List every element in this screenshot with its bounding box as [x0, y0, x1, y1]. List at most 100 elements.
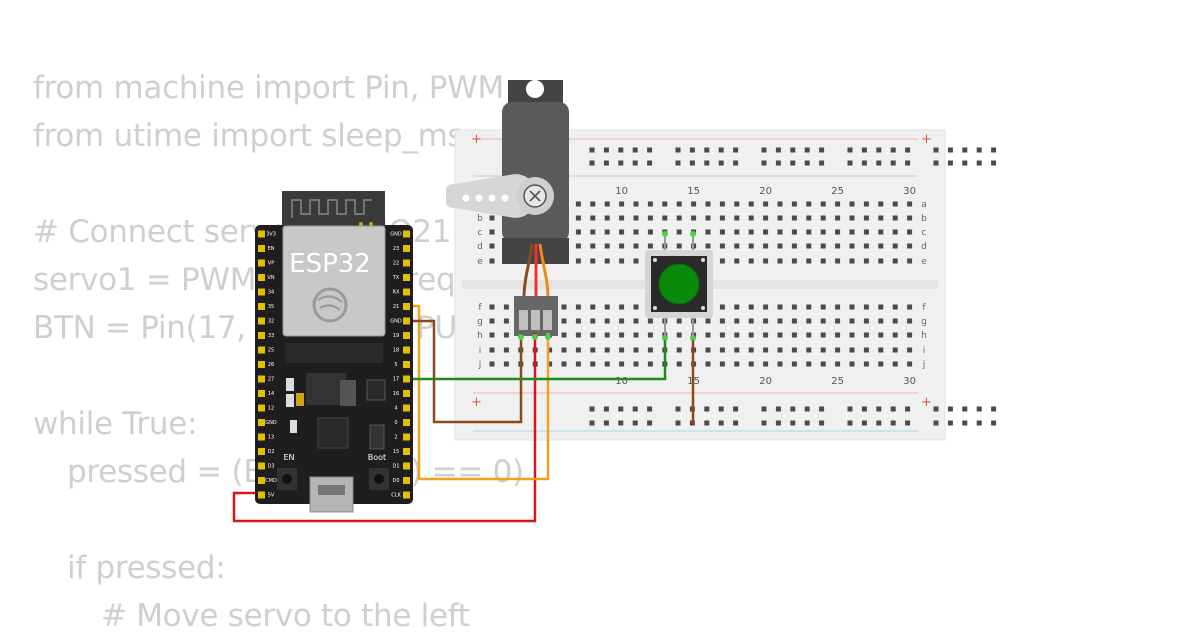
wire-gpio21-orange[interactable]	[407, 304, 550, 481]
pin-label: 3V3	[266, 232, 276, 238]
header-pin[interactable]	[403, 274, 410, 281]
en-label: EN	[283, 453, 294, 462]
column-number: 30	[903, 186, 916, 197]
row-label: f	[922, 303, 926, 313]
pin-label: D0	[392, 478, 399, 484]
header-pin[interactable]	[258, 303, 265, 310]
column-number: 20	[759, 186, 772, 197]
wire-gpio17-green[interactable]	[407, 340, 667, 381]
header-pin[interactable]	[403, 245, 410, 252]
wire-gnd-brown[interactable]	[407, 319, 523, 424]
row-label: g	[921, 317, 927, 327]
header-pin[interactable]	[403, 303, 410, 310]
pin-label: 12	[268, 406, 274, 412]
header-pin[interactable]	[403, 491, 410, 499]
header-pin[interactable]	[403, 317, 410, 325]
pin-label: 17	[393, 377, 399, 383]
header-pin[interactable]	[258, 477, 265, 484]
column-number: 25	[831, 186, 844, 197]
header-pin[interactable]	[403, 346, 410, 354]
column-number: 10	[615, 186, 628, 197]
header-pin[interactable]	[258, 317, 265, 325]
header-pin[interactable]	[258, 390, 265, 397]
header-pin[interactable]	[258, 230, 265, 238]
header-pin[interactable]	[403, 361, 410, 368]
column-number: 15	[687, 186, 700, 197]
pin-label: GND	[265, 420, 277, 426]
column-number: 20	[759, 376, 772, 387]
header-pin[interactable]	[258, 404, 265, 412]
header-pin[interactable]	[403, 477, 410, 484]
pin-label: 5V	[268, 493, 275, 499]
wire-5v-red[interactable]	[232, 333, 537, 523]
pin-label: 34	[268, 290, 274, 296]
rail-plus-marker: +	[471, 132, 482, 147]
row-label: c	[922, 228, 927, 238]
pin-label: CMD	[265, 478, 277, 484]
header-pin[interactable]	[258, 259, 265, 267]
header-pin[interactable]	[258, 332, 265, 339]
row-label: a	[921, 200, 927, 210]
pin-label: GND	[390, 232, 402, 238]
pin-label: CLK	[391, 493, 401, 499]
wires	[232, 304, 695, 523]
code-line: while True:	[33, 406, 198, 442]
pin-label: 26	[268, 362, 274, 368]
column-number: 10	[615, 376, 628, 387]
header-pin[interactable]	[403, 404, 410, 412]
column-number: 30	[903, 376, 916, 387]
header-pin[interactable]	[403, 433, 410, 441]
column-number: 25	[831, 376, 844, 387]
header-pin[interactable]	[403, 332, 410, 339]
header-pin[interactable]	[403, 448, 410, 455]
pushbutton[interactable]	[645, 231, 713, 341]
pin-label: VN	[267, 275, 274, 281]
boot-label: Boot	[368, 453, 386, 462]
header-pin[interactable]	[403, 288, 410, 296]
row-label: j	[478, 360, 482, 370]
pin-label: 35	[268, 304, 274, 310]
header-pin[interactable]	[258, 462, 265, 470]
header-pin[interactable]	[258, 491, 265, 499]
row-label: f	[478, 303, 482, 313]
row-label: g	[477, 317, 483, 327]
pin-label: 4	[394, 406, 397, 412]
header-pin[interactable]	[403, 390, 410, 397]
header-pin[interactable]	[258, 274, 265, 281]
pin-label: 27	[268, 377, 274, 383]
header-pin[interactable]	[258, 346, 265, 354]
pin-label: 14	[268, 391, 274, 397]
pin-label: RX	[393, 290, 400, 296]
pin-label: 32	[268, 319, 274, 325]
header-pin[interactable]	[403, 259, 410, 267]
header-pin[interactable]	[403, 230, 410, 238]
header-pin[interactable]	[403, 419, 410, 426]
pin-label: 22	[393, 261, 399, 267]
header-pin[interactable]	[258, 375, 265, 383]
code-line: # Move servo to the left	[101, 598, 470, 634]
pin-label: TX	[392, 275, 400, 281]
header-pin[interactable]	[258, 448, 265, 455]
row-label: h	[477, 331, 483, 341]
header-pin[interactable]	[403, 375, 410, 383]
pin-label: D2	[267, 449, 274, 455]
pin-label: 21	[393, 304, 399, 310]
pin-label: 13	[268, 435, 274, 441]
pin-label: 19	[393, 333, 399, 339]
row-label: j	[922, 360, 926, 370]
board-title: ESP32	[289, 249, 371, 279]
header-pin[interactable]	[403, 462, 410, 470]
pin-label: 5	[394, 362, 397, 368]
header-pin[interactable]	[258, 288, 265, 296]
pin-label: 33	[268, 333, 274, 339]
header-pin[interactable]	[258, 245, 265, 252]
servo-motor[interactable]	[446, 80, 569, 336]
header-pin[interactable]	[258, 433, 265, 441]
code-line: if pressed:	[67, 550, 226, 586]
pin-label: 2	[394, 435, 397, 441]
esp32-board[interactable]: ESP32 EN Boot 3V3ENVPVN34353233252627141…	[255, 191, 413, 513]
pin-label: 16	[393, 391, 399, 397]
header-pin[interactable]	[258, 419, 265, 426]
header-pin[interactable]	[258, 361, 265, 368]
